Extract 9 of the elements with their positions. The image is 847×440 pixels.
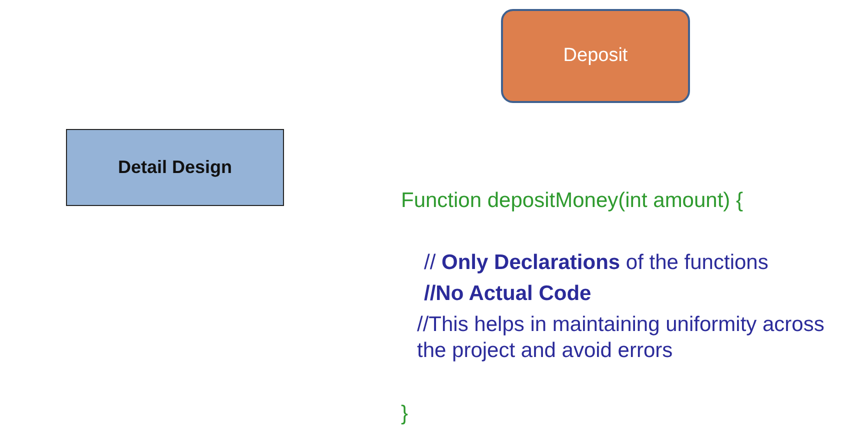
code-line: // Only Declarations of the functions [424, 250, 770, 276]
code-line: } [401, 401, 410, 427]
code-line: //This helps in maintaining uniformity across the project and avoid errors [417, 312, 826, 364]
process-box [501, 9, 690, 103]
process-box [66, 129, 284, 206]
code-line: Function depositMoney(int amount) { [401, 188, 744, 214]
box-label: Deposit [563, 45, 628, 67]
code-line: //No Actual Code [424, 281, 592, 307]
box-label: Detail Design [118, 157, 232, 178]
